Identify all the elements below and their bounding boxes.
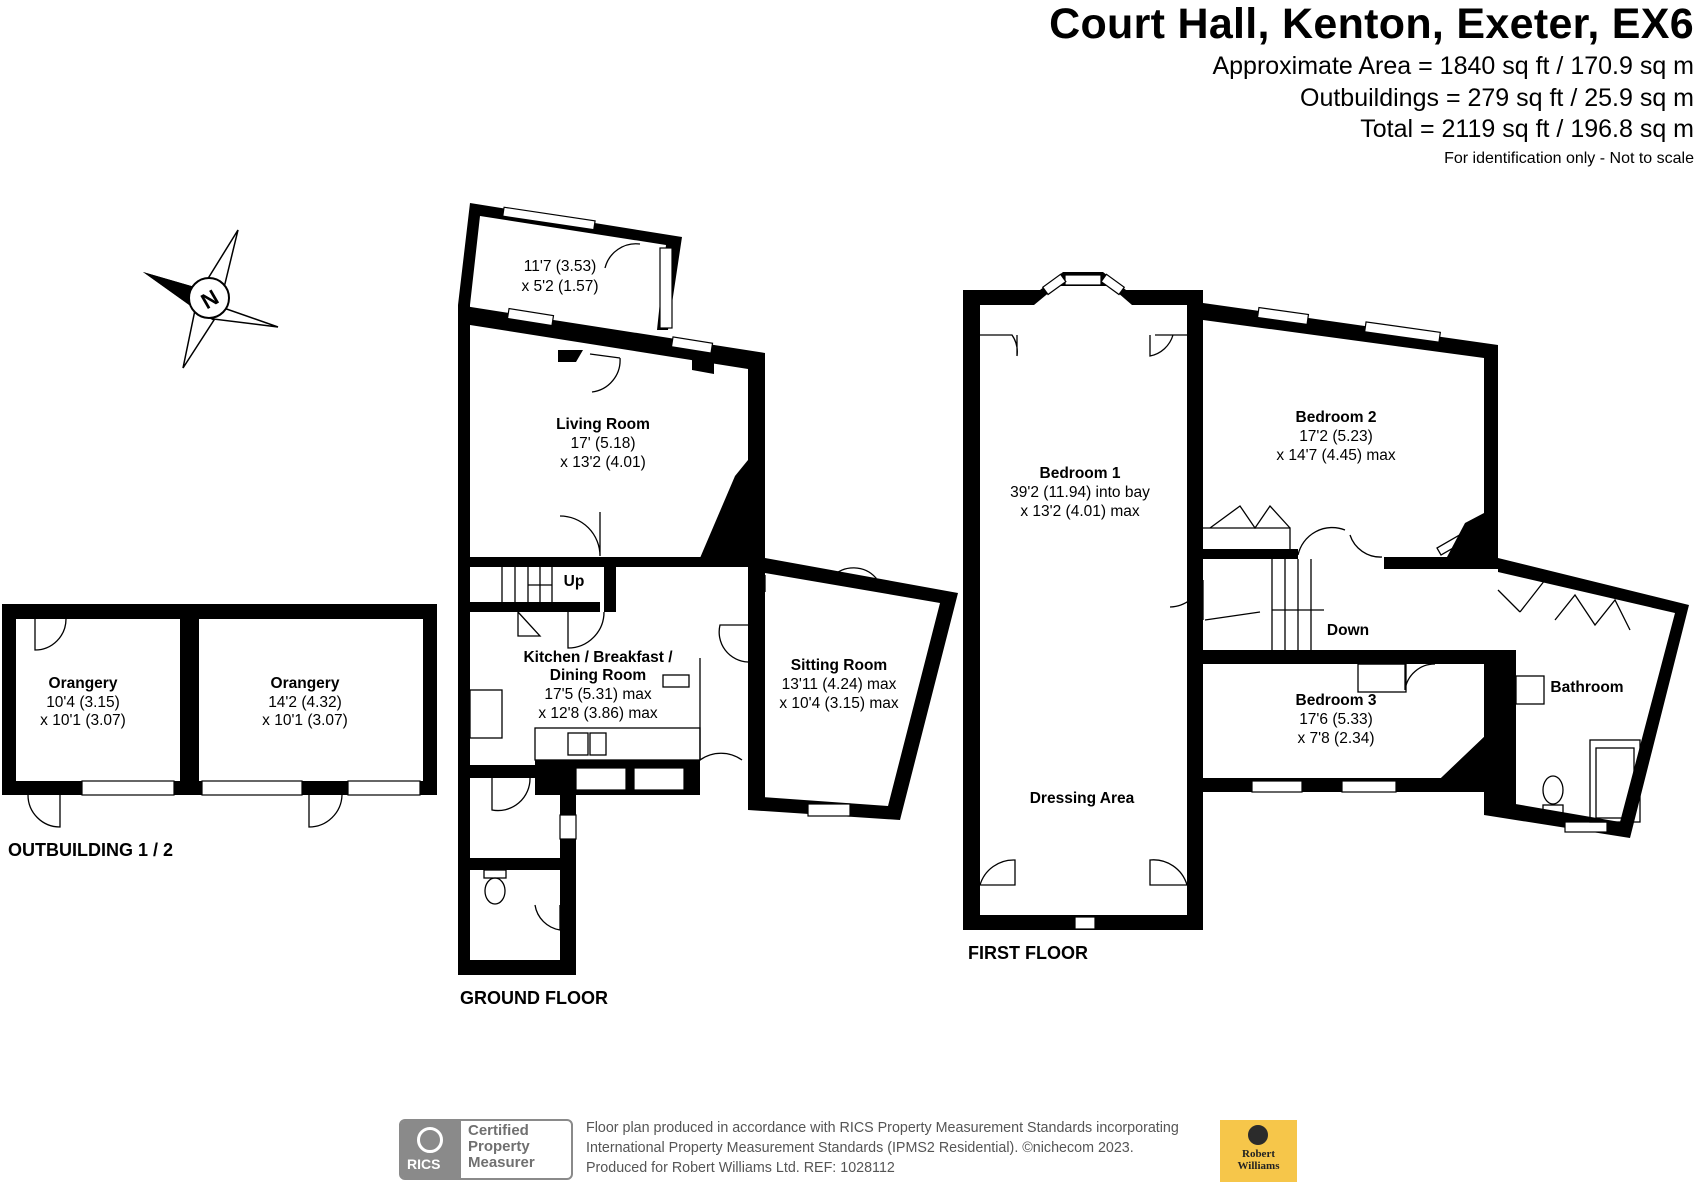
kitchen-dims: 17'5 (5.31) max [544,686,651,703]
ground-floor-plan [458,203,958,975]
ground-floor-label: GROUND FLOOR [460,988,608,1008]
sitting-room-label: Sitting Room [791,657,887,674]
kitchen-dims2: x 12'8 (3.86) max [538,705,658,722]
footer-line-1: Floor plan produced in accordance with R… [586,1120,1179,1136]
bedroom-1-label: Bedroom 1 [1040,465,1121,482]
rics-logo: RICS [401,1121,461,1178]
bathroom-label: Bathroom [1550,679,1623,696]
footer-line-2: International Property Measurement Stand… [586,1140,1134,1156]
first-floor-plan [963,272,1689,930]
compass-rose-icon: N [143,229,279,369]
rics-certification-text: Certified Property Measurer [468,1123,535,1171]
footer-line-3: Produced for Robert Williams Ltd. REF: 1… [586,1160,895,1176]
robert-williams-wordmark: Robert Williams [1220,1148,1297,1172]
bedroom-2-dims2: x 14'7 (4.45) max [1276,447,1396,464]
orangery-1-dims2: x 10'1 (3.07) [40,712,126,729]
total-area: Total = 2119 sq ft / 196.8 sq m [1360,115,1694,143]
rics-emblem-icon [417,1127,443,1153]
orangery-2-dims2: x 10'1 (3.07) [262,712,348,729]
stairs-down-label: Down [1327,622,1369,639]
robert-williams-logo: Robert Williams [1220,1120,1297,1182]
orangery-2-dims: 14'2 (4.32) [268,694,342,711]
living-room-label: Living Room [556,416,650,433]
sitting-room-dims: 13'11 (4.24) max [782,676,897,693]
logo-line-2: Williams [1237,1160,1280,1172]
rics-certified-badge: RICS Certified Property Measurer [399,1119,573,1180]
porch-dims: 11'7 (3.53) [524,258,596,275]
orangery-1-dims: 10'4 (3.15) [46,694,120,711]
footer-disclaimer: Floor plan produced in accordance with R… [586,1118,1179,1178]
orangery-1-label: Orangery [49,675,118,692]
bedroom-3-label: Bedroom 3 [1296,692,1377,709]
approximate-area: Approximate Area = 1840 sq ft / 170.9 sq… [1212,52,1694,80]
rics-word: RICS [407,1156,441,1172]
sitting-room-dims2: x 10'4 (3.15) max [779,695,899,712]
dressing-area-label: Dressing Area [1030,790,1135,807]
outbuildings-area: Outbuildings = 279 sq ft / 25.9 sq m [1300,84,1694,112]
kitchen-label: Kitchen / Breakfast / [523,649,673,666]
first-floor-label: FIRST FLOOR [968,943,1088,963]
bedroom-2-label: Bedroom 2 [1296,409,1377,426]
bedroom-1-dims2: x 13'2 (4.01) max [1020,503,1140,520]
bedroom-2-dims: 17'2 (5.23) [1299,428,1373,445]
rics-cert-line-2: Property [468,1138,530,1155]
stairs-up-label: Up [564,573,585,590]
robert-williams-emblem-icon [1248,1125,1268,1145]
bedroom-3-dims2: x 7'8 (2.34) [1297,730,1374,747]
property-title: Court Hall, Kenton, Exeter, EX6 [1049,0,1694,48]
scale-note: For identification only - Not to scale [1444,150,1694,167]
bedroom-1-dims: 39'2 (11.94) into bay [1010,484,1150,501]
living-room-dims2: x 13'2 (4.01) [560,454,646,471]
porch-dims2: x 5'2 (1.57) [521,278,598,295]
living-room-dims: 17' (5.18) [571,435,636,452]
rics-cert-line-3: Measurer [468,1154,535,1171]
bedroom-3-dims: 17'6 (5.33) [1299,711,1373,728]
rics-cert-line-1: Certified [468,1122,529,1139]
orangery-2-label: Orangery [271,675,340,692]
kitchen-label-2: Dining Room [550,667,646,684]
outbuilding-floor-label: OUTBUILDING 1 / 2 [8,840,173,860]
outbuilding-plan [2,604,437,828]
logo-line-1: Robert [1242,1148,1275,1160]
